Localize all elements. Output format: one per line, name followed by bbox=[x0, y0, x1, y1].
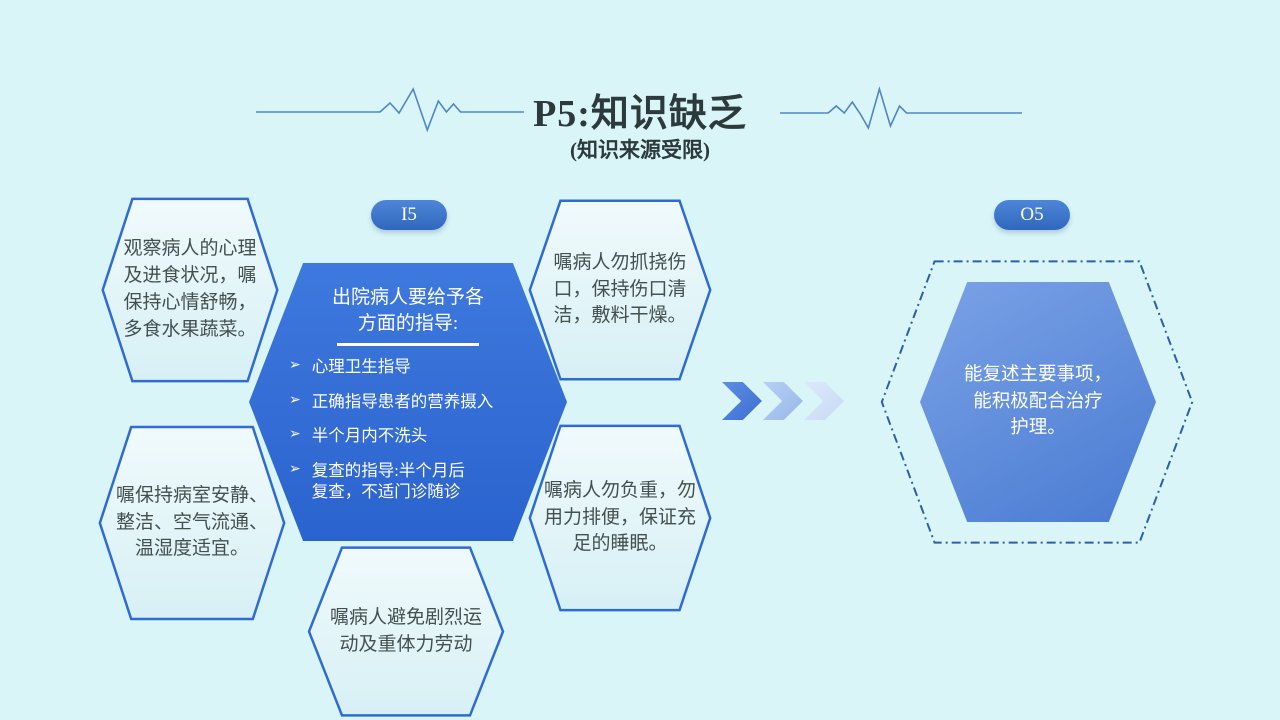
intervention-badge: I5 bbox=[371, 200, 447, 230]
outcome-dashed-hexagon bbox=[877, 257, 1197, 547]
arrow-bullet-icon: ➢ bbox=[289, 357, 301, 374]
arrow-bullet-icon: ➢ bbox=[289, 391, 301, 408]
hexagon-text: 嘱病人避免剧烈运 动及重体力劳动 bbox=[329, 606, 482, 655]
list-item: ➢ 复查的指导:半个月后 复查，不适门诊随诊 bbox=[289, 460, 547, 503]
bullet-text: 半个月内不洗头 bbox=[311, 426, 428, 446]
chevron-right-icon bbox=[804, 382, 844, 420]
page-title: P5:知识缺乏 bbox=[533, 93, 747, 135]
chevron-right-icon bbox=[763, 382, 803, 420]
intervention-hexagon: 出院病人要给予各 方面的指导: ➢ 心理卫生指导 ➢ 正确指导患者的营养摄入 ➢… bbox=[249, 263, 567, 541]
arrow-bullet-icon: ➢ bbox=[289, 426, 301, 443]
hexagon-text: 嘱病人勿负重，勿 用力排便，保证充 足的睡眠。 bbox=[543, 479, 696, 555]
arrow-bullet-icon: ➢ bbox=[289, 460, 301, 477]
heading-underline bbox=[337, 343, 479, 347]
hexagon-text: 嘱病人勿抓挠伤 口，保持伤口清 洁，敷料干燥。 bbox=[553, 251, 687, 327]
dashed-hexagon-outline bbox=[877, 257, 1197, 547]
intervention-bullet-list: ➢ 心理卫生指导 ➢ 正确指导患者的营养摄入 ➢ 半个月内不洗头 ➢ 复查的指导… bbox=[289, 356, 547, 502]
heartbeat-line-left-icon bbox=[256, 87, 524, 133]
hexagon-bottom-right: 嘱病人勿负重，勿 用力排便，保证充 足的睡眠。 bbox=[527, 423, 713, 613]
outcome-badge: O5 bbox=[994, 200, 1070, 230]
hexagon-outline bbox=[527, 423, 713, 613]
arrow-group bbox=[722, 382, 845, 420]
list-item: ➢ 正确指导患者的营养摄入 bbox=[289, 391, 547, 412]
hexagon-bottom-center: 嘱病人避免剧烈运 动及重体力劳动 bbox=[306, 545, 506, 718]
hexagon-top-right: 嘱病人勿抓挠伤 口，保持伤口清 洁，敷料干燥。 bbox=[527, 198, 713, 382]
outcome-hexagon: 能复述主要事项， 能积极配合治疗 护理。 bbox=[920, 282, 1156, 522]
hexagon-outline bbox=[527, 198, 713, 382]
hexagon-top-left: 观察病人的心理 及进食状况，嘱 保持心情舒畅， 多食水果蔬菜。 bbox=[100, 196, 280, 384]
bullet-text: 复查的指导:半个月后 复查，不适门诊随诊 bbox=[311, 460, 465, 502]
page-subtitle: (知识来源受限) bbox=[570, 138, 710, 162]
bullet-text: 心理卫生指导 bbox=[311, 357, 411, 377]
list-item: ➢ 半个月内不洗头 bbox=[289, 425, 547, 446]
hexagon-bottom-left: 嘱保持病室安静、 整洁、空气流通、 温湿度适宜。 bbox=[97, 424, 287, 622]
hexagon-text: 嘱保持病室安静、 整洁、空气流通、 温湿度适宜。 bbox=[115, 484, 268, 560]
hexagon-text: 观察病人的心理 及进食状况，嘱 保持心情舒畅， 多食水果蔬菜。 bbox=[123, 238, 257, 340]
hexagon-outline bbox=[97, 424, 287, 622]
hexagon-outline bbox=[100, 196, 280, 384]
chevron-right-icon bbox=[722, 382, 762, 420]
hexagon-outline bbox=[306, 545, 506, 718]
heartbeat-line-right-icon bbox=[780, 86, 1022, 131]
intervention-heading: 出院病人要给予各 方面的指导: bbox=[331, 287, 484, 334]
list-item: ➢ 心理卫生指导 bbox=[289, 356, 547, 377]
bullet-text: 正确指导患者的营养摄入 bbox=[311, 391, 494, 411]
outcome-text: 能复述主要事项， 能积极配合治疗 护理。 bbox=[963, 364, 1112, 439]
